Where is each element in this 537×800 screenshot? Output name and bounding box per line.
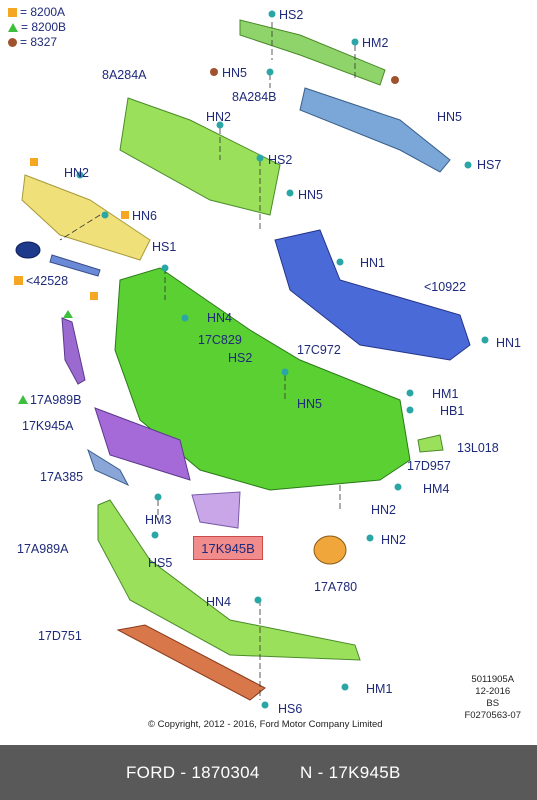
triangle-icon [8,22,18,32]
copyright-text: © Copyright, 2012 - 2016, Ford Motor Com… [148,719,383,730]
label-hs2: HS2 [268,153,293,167]
bracket-17a989b-part [61,317,86,385]
label-13l018: 13L018 [457,441,499,455]
footer-part-number: N - 17K945B [300,763,401,782]
label-hn5: HN5 [437,110,463,124]
grille-17k945a-part [94,407,191,481]
drawing-reference: F0270563-07 [464,710,521,721]
label-hn2: HN2 [64,166,90,180]
legend-label: = 8327 [20,35,58,49]
grille-8a284a-part [119,97,281,216]
drawing-date: 12-2016 [475,686,511,697]
label-42528-text: <42528 [26,274,69,288]
label-hm4: HM4 [423,482,450,496]
legend-8327: = 8327 [8,35,57,49]
label-hn5: HN5 [222,66,248,80]
drawing-number: 5011905A [471,674,515,685]
grille-17k945b-part [191,491,241,529]
label-17c972: 17C972 [297,343,341,357]
label-17a989a: 17A989A [17,542,69,556]
legend-label: = 8200A [20,5,66,19]
beam-10922-part [274,229,471,361]
label-hs1: HS1 [152,240,177,254]
fastener-markers [76,10,489,709]
footer-brand-number: FORD - 1870304 [126,763,260,782]
triangle-icon [18,395,28,404]
label-hn6: HN6 [132,209,158,223]
label-hn5: HN5 [297,397,323,411]
yellow-grille-part [21,174,151,261]
square-icon [14,276,23,285]
highlighted-part-17k945b: 17K945B [193,536,263,560]
label-hs2: HS2 [279,8,304,22]
fog-lamp-17a780-part [313,535,347,565]
label-hn1: HN1 [360,256,386,270]
label-hn5: HN5 [298,188,324,202]
ford-emblem-icon [15,241,41,259]
drawing-code: BS [486,698,500,709]
label-hn2: HN2 [206,110,232,124]
bracket-17a385-part [87,448,130,487]
legend-8200a: = 8200A [8,5,65,19]
label-hn2: HN2 [371,503,397,517]
label-17a989b-text: 17A989B [30,393,82,407]
label-hs6: HS6 [278,702,303,716]
circle-icon [8,37,17,47]
strip-42528-part [49,254,101,277]
legend-8200b: = 8200B [8,20,66,34]
footer-bar: FORD - 1870304 N - 17K945B [0,745,537,800]
label-hm2: HM2 [362,36,389,50]
label-8a284a: 8A284A [102,68,147,82]
label-42528: <42528 [14,274,68,288]
exploded-parts-drawing [15,10,489,709]
square-icon [8,7,17,17]
label-hm1: HM1 [432,387,459,401]
label-hs7: HS7 [477,158,502,172]
label-17a780: 17A780 [314,580,358,594]
drawing-metadata: 5011905A 12-2016 BS F0270563-07 [464,674,521,722]
label-17k945a: 17K945A [22,419,74,433]
label-hb1: HB1 [440,404,465,418]
leader-lines [59,22,356,700]
label-hm1: HM1 [366,682,393,696]
lip-17a989a-part [97,499,361,661]
label-hn4: HN4 [207,311,233,325]
label-hn1: HN1 [496,336,522,350]
label-hm3: HM3 [145,513,172,527]
label-8a284b: 8A284B [232,90,277,104]
beam-8a284b-part [299,87,451,173]
panel-17d751-part [116,624,266,701]
diagram-area: = 8200A = 8200B = 8327 HS2 HM2 HN5 8A284… [8,5,522,730]
label-17k945b: 17K945B [201,541,255,556]
label-17d957: 17D957 [407,459,451,473]
upper-bracket-part [239,19,386,86]
label-17a989b: 17A989B [18,393,81,407]
bezel-13l018-part [417,434,444,453]
label-17c829: 17C829 [198,333,242,347]
label-hs2: HS2 [228,351,253,365]
label-hn4: HN4 [206,595,232,609]
bumper-cover-part [114,267,411,491]
label-hn2: HN2 [381,533,407,547]
label-17a385: 17A385 [40,470,84,484]
label-hs5: HS5 [148,556,173,570]
label-10922: <10922 [424,280,467,294]
label-17d751: 17D751 [38,629,82,643]
material-markers [30,68,399,318]
legend-label: = 8200B [21,20,67,34]
